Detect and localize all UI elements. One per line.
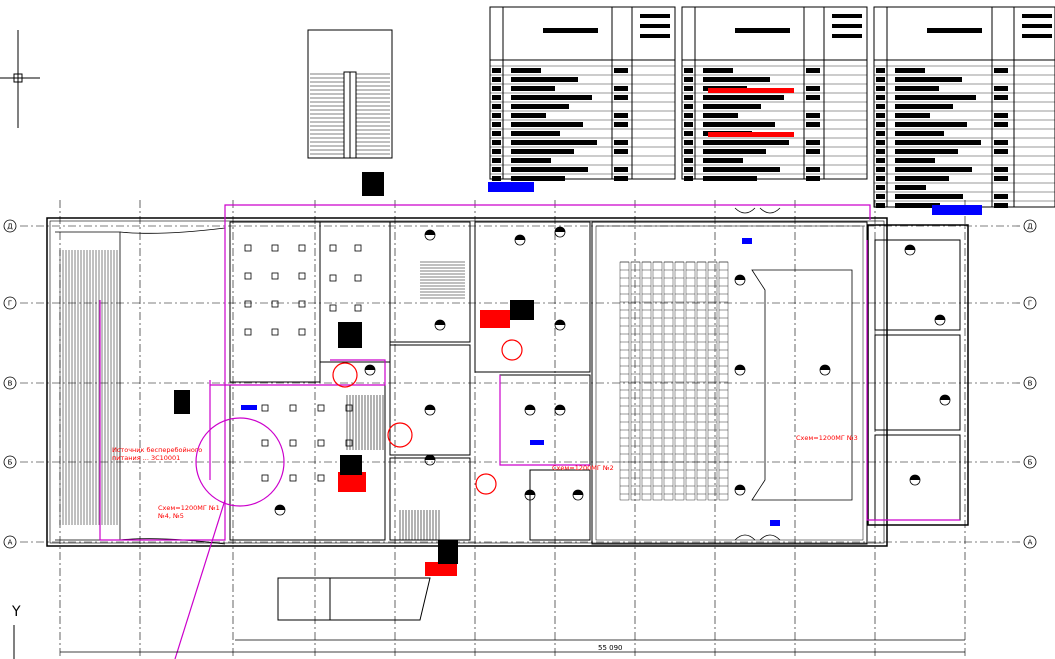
ucs-y-label: Y — [11, 604, 21, 620]
fixture-symbols — [244, 226, 951, 516]
blue-labels — [241, 182, 982, 526]
red-highlights — [338, 88, 794, 576]
right-callout: Схем=1200МГ №3 — [796, 434, 858, 442]
left-note-line2: питания ... 3С10001 — [112, 454, 180, 462]
red-circles — [332, 339, 523, 495]
seat-grid — [619, 261, 729, 501]
seat-rows-left — [59, 250, 118, 525]
equipment-blocks — [174, 172, 534, 564]
stair-steps — [310, 73, 390, 155]
axis-bubbles-left: Д Г В Б А — [3, 219, 17, 549]
svg-text:В: В — [8, 380, 13, 388]
axis-bubble-В: В — [1023, 376, 1037, 390]
left-callout: Схем=1200МГ №1 — [158, 504, 220, 512]
crosshair-icon — [0, 30, 40, 128]
svg-text:Д: Д — [7, 223, 13, 231]
svg-text:Б: Б — [8, 459, 13, 467]
svg-text:Б: Б — [1028, 459, 1033, 467]
dimension-line — [60, 639, 965, 653]
svg-text:Г: Г — [1028, 300, 1032, 308]
axis-bubble-Д: Д — [1023, 219, 1037, 233]
axis-bubble-А: А — [3, 535, 17, 549]
axis-bubble-Д: Д — [3, 219, 17, 233]
door-swings — [734, 207, 781, 541]
dimension-total: 55 090 — [598, 644, 623, 652]
center-callout: Схем=1200МГ №2 — [552, 464, 614, 472]
cable-routes — [99, 204, 960, 659]
axis-bubble-Г: Г — [1023, 296, 1037, 310]
staircase-top — [307, 29, 393, 159]
axis-bubble-Г: Г — [3, 296, 17, 310]
axis-bubble-Б: Б — [3, 455, 17, 469]
axis-bubble-А: А — [1023, 535, 1037, 549]
svg-text:А: А — [8, 539, 13, 547]
left-callout-sub: №4, №5 — [157, 512, 184, 520]
svg-text:А: А — [1028, 539, 1033, 547]
axis-bubbles-right: Д Г В Б А — [1023, 219, 1037, 549]
left-note-line1: Источник бесперебойного — [112, 446, 202, 454]
schedule-table-rows — [490, 14, 1055, 208]
svg-text:Г: Г — [8, 300, 12, 308]
grid-lines-horizontal — [20, 225, 1020, 543]
axis-bubble-Б: Б — [1023, 455, 1037, 469]
grid-lines-vertical — [59, 200, 966, 659]
bottom-stair-block — [277, 577, 431, 621]
middle-stairs — [346, 261, 465, 540]
svg-text:Д: Д — [1027, 223, 1033, 231]
axis-bubble-В: В — [3, 376, 17, 390]
svg-text:В: В — [1028, 380, 1033, 388]
building-outline — [46, 217, 969, 547]
